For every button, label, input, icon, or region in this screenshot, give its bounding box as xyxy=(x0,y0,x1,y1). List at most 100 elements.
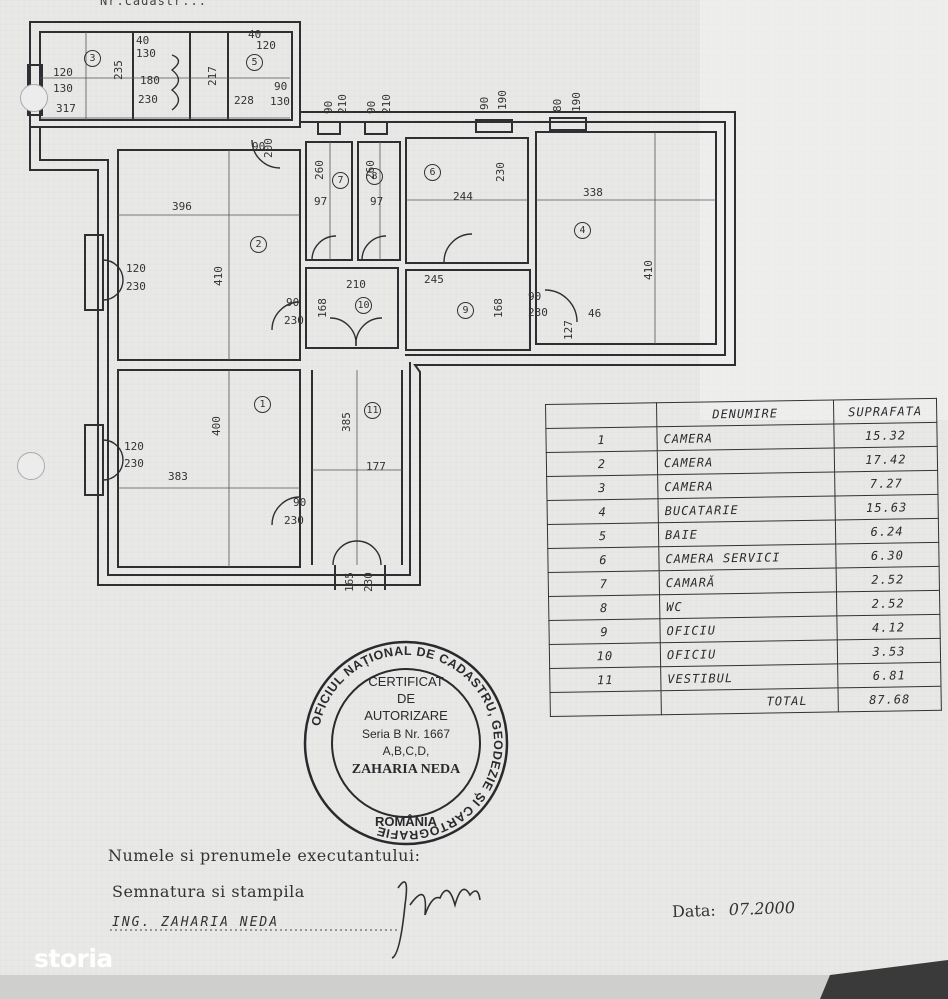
stamp-line-3: AUTORIZARE xyxy=(364,708,448,723)
dim-r5-height: 217 xyxy=(206,66,219,86)
dim-r5-b: 120 xyxy=(256,39,276,52)
table-total-value: 87.68 xyxy=(837,686,942,712)
dim-r3-window: 120 xyxy=(53,66,73,79)
dim-r9-b: 230 xyxy=(528,306,548,319)
table-cell-area: 2.52 xyxy=(836,590,940,616)
engineer-name: ING. ZAHARIA NEDA xyxy=(112,915,280,930)
dim-door-b: 200 xyxy=(262,138,275,158)
dim-r4-b: 190 xyxy=(570,92,583,112)
dim-r7-width: 97 xyxy=(314,195,328,208)
dim-r5-a: 40 xyxy=(248,28,262,41)
dim-r9-height: 168 xyxy=(492,298,505,318)
table-header-name: DENUMIRE xyxy=(656,399,834,427)
table-cell-nr: 1 xyxy=(545,426,658,453)
dim-r1-window: 120 xyxy=(124,440,144,453)
table-total-label: TOTAL xyxy=(661,687,839,715)
table-cell-area: 15.63 xyxy=(834,494,939,520)
table-cell-name: CAMARĂ xyxy=(659,567,837,595)
dim-hall-b: 230 xyxy=(138,93,158,106)
table-cell-nr: 11 xyxy=(549,666,662,693)
authorization-stamp: CERTIFICAT DE AUTORIZARE Seria B Nr. 166… xyxy=(303,640,509,846)
stamp-name: ZAHARIA NEDA xyxy=(351,762,461,777)
table-cell-name: OFICIU xyxy=(659,615,838,643)
cadastral-number-label: Nr.cadastr... xyxy=(100,0,207,8)
table-cell-nr: 6 xyxy=(547,546,660,573)
room-number-7: 7 xyxy=(332,172,349,189)
table-cell-nr: 10 xyxy=(549,642,661,669)
dim-door-a: 90 xyxy=(252,140,266,153)
dim-r3-window-2: 130 xyxy=(53,82,73,95)
dim-r4-a: 80 xyxy=(551,98,564,112)
dim-r2-window-2: 230 xyxy=(126,280,146,293)
table-cell-name: CAMERA xyxy=(657,471,835,499)
room-number-1: 1 xyxy=(254,396,271,413)
dim-hall-d: 130 xyxy=(136,47,156,60)
dim-entry-b: 230 xyxy=(362,572,375,592)
table-cell-area: 4.12 xyxy=(836,614,941,640)
stamp-line-1: CERTIFICAT xyxy=(368,674,444,689)
dim-r9-width: 245 xyxy=(424,273,444,286)
table-cell-nr: 5 xyxy=(547,522,659,549)
dim-r2-height: 410 xyxy=(212,266,225,286)
room-number-5: 5 xyxy=(246,54,263,71)
room-number-11: 11 xyxy=(364,402,381,419)
table-cell-nr: 2 xyxy=(546,450,658,477)
dim-r8-height: 260 xyxy=(364,160,377,180)
dim-r11-height: 385 xyxy=(340,412,353,432)
dim-r8-a: 90 xyxy=(365,100,378,114)
dim-r11-width: 177 xyxy=(366,460,386,473)
signature-label: Semnatura si stampila xyxy=(112,882,305,901)
dim-r11-a: 90 xyxy=(293,496,307,509)
dim-r7-b: 210 xyxy=(336,94,349,114)
dim-hall-a: 180 xyxy=(140,74,160,87)
dim-r7-a: 90 xyxy=(322,100,335,114)
table-cell-area: 17.42 xyxy=(834,446,938,472)
dim-r6-height: 230 xyxy=(494,162,507,182)
dim-r10-b: 230 xyxy=(284,314,304,327)
dim-r9-a: 90 xyxy=(528,290,542,303)
stamp-line-2: DE xyxy=(396,691,416,706)
stamp-line-5: A,B,C,D, xyxy=(382,744,430,758)
table-cell-area: 6.30 xyxy=(835,542,940,568)
dim-r5-c: 90 xyxy=(274,80,288,93)
dim-entry-a: 165 xyxy=(343,572,356,592)
room-number-4: 4 xyxy=(574,222,591,239)
punch-hole xyxy=(20,84,48,112)
stamp-line-4: Seria B Nr. 1667 xyxy=(361,727,451,741)
table-header-area: SUPRAFATA xyxy=(833,398,937,424)
punch-hole xyxy=(17,452,45,480)
room-number-2: 2 xyxy=(250,236,267,253)
table-cell-nr: 3 xyxy=(546,474,659,501)
executant-label: Numele si prenumele executantului: xyxy=(108,846,421,865)
dim-r3-width: 317 xyxy=(56,102,76,115)
room-number-3: 3 xyxy=(84,50,101,67)
table-cell-area: 7.27 xyxy=(834,470,938,496)
date-value: 07.2000 xyxy=(728,897,796,920)
dim-r6-a: 90 xyxy=(478,96,491,110)
table-cell-name: BUCATARIE xyxy=(658,495,836,523)
table-cell-name: OFICIU xyxy=(660,639,838,667)
table-cell-name: CAMERA SERVICI xyxy=(658,543,837,571)
dim-r10-width: 210 xyxy=(346,278,366,291)
dim-r10-height: 168 xyxy=(316,298,329,318)
table-cell-name: WC xyxy=(659,591,837,619)
dim-r9-d: 46 xyxy=(588,307,602,320)
table-cell-name: CAMERA xyxy=(657,447,835,475)
dim-r9-c: 127 xyxy=(562,320,575,340)
dim-r10-a: 90 xyxy=(286,296,300,309)
dim-r11-b: 230 xyxy=(284,514,304,527)
table-cell-nr: 4 xyxy=(547,498,659,525)
table-cell-name: VESTIBUL xyxy=(660,663,838,691)
table-cell-nr: 8 xyxy=(548,594,660,621)
table-cell-area: 15.32 xyxy=(833,422,938,448)
dim-r1-height: 400 xyxy=(210,416,223,436)
dim-r2-window: 120 xyxy=(126,262,146,275)
dim-r8-b: 210 xyxy=(380,94,393,114)
table-cell-area: 6.24 xyxy=(835,518,939,544)
dim-r1-window-2: 230 xyxy=(124,457,144,470)
table-header-nr xyxy=(545,402,657,429)
dim-r4-height: 410 xyxy=(642,260,655,280)
